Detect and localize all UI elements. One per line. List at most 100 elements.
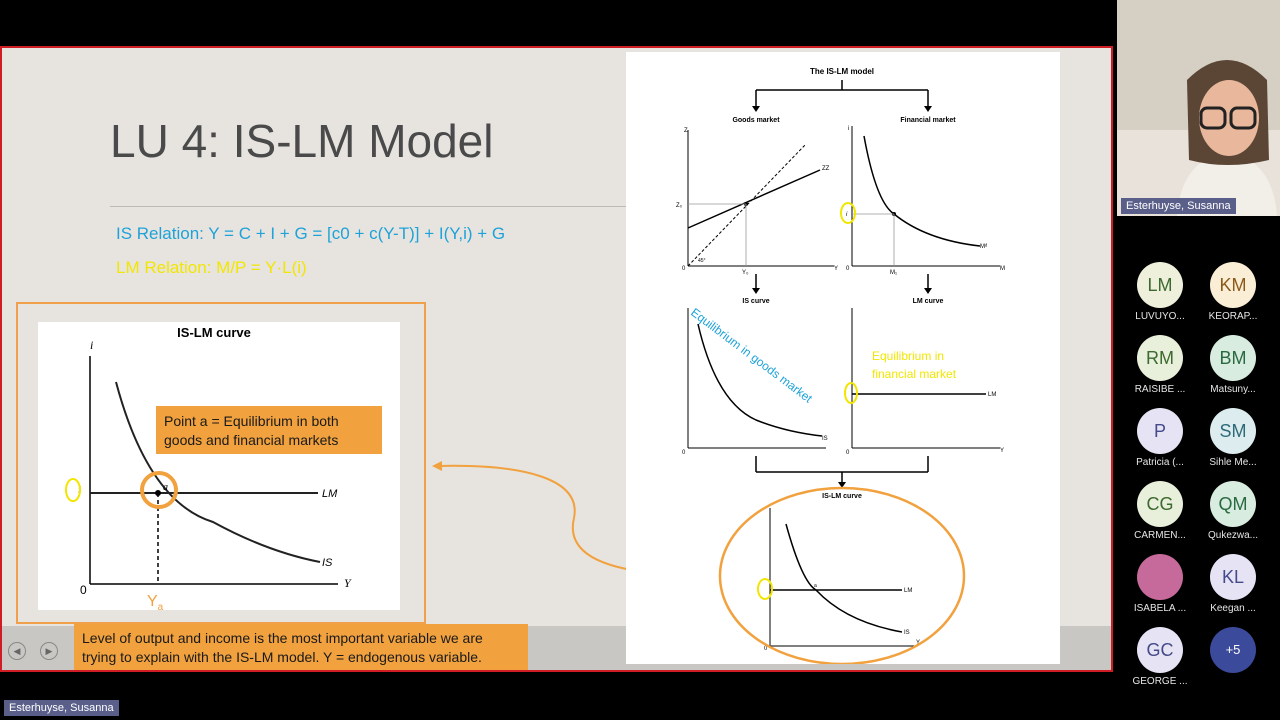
- angle-label: 45°: [698, 258, 706, 264]
- participant-tile[interactable]: ISABELA ...: [1125, 554, 1195, 614]
- participant-name: ISABELA ...: [1133, 603, 1187, 614]
- z-axis-label: Z: [684, 128, 688, 134]
- flow-arrowhead: [752, 106, 760, 112]
- origin-label: 0: [764, 646, 768, 652]
- participant-name: Matsuny...: [1210, 384, 1256, 395]
- participant-tile[interactable]: CG CARMEN...: [1125, 481, 1195, 541]
- y-axis-label: Y: [916, 640, 920, 646]
- next-slide-icon[interactable]: ▶: [40, 642, 58, 660]
- participant-name: CARMEN...: [1134, 530, 1186, 541]
- origin-label: 0: [682, 266, 686, 272]
- m1-label: M₁: [890, 270, 897, 276]
- participant-name: KEORAP...: [1208, 311, 1258, 322]
- participant-name: GEORGE ...: [1132, 676, 1188, 687]
- lm-small-label: LM: [904, 588, 912, 594]
- eq-fin-annotation-2: financial market: [872, 367, 957, 381]
- output-callout: Level of output and income is the most i…: [74, 624, 528, 670]
- is-label: IS: [322, 557, 333, 569]
- participant-tile[interactable]: RM RAISIBE ...: [1125, 335, 1195, 395]
- y-axis-label: Y: [1000, 448, 1004, 454]
- point-a-small-label: a: [814, 583, 817, 589]
- flow-arrowhead: [924, 106, 932, 112]
- flow-arrowhead: [924, 288, 932, 294]
- origin-label: 0: [846, 450, 850, 456]
- flow-title: The IS-LM model: [810, 67, 874, 76]
- eq-fin-annotation-1: Equilibrium in: [872, 349, 944, 363]
- y-axis-label: Y: [834, 266, 838, 272]
- m-axis-label: M: [1000, 266, 1005, 272]
- participant-tile[interactable]: P Patricia (...: [1125, 408, 1195, 468]
- participant-name: Qukezwa...: [1207, 530, 1259, 541]
- participant-avatar: P: [1137, 408, 1183, 454]
- i-highlight-circle: [844, 382, 858, 404]
- financial-market-chart: i M 0 Mᵈ M₁ i: [840, 126, 1005, 276]
- is-curve-label: IS curve: [742, 298, 769, 305]
- active-speaker-name-tag: Esterhuyse, Susanna: [4, 700, 119, 716]
- is-curve: [115, 381, 321, 563]
- is-curve-chart: IS 0 Equilibrium in goods market: [682, 305, 828, 456]
- i-highlight-circle: [757, 578, 773, 600]
- origin-label: 0: [682, 450, 686, 456]
- participant-name: Patricia (...: [1136, 457, 1184, 468]
- lm-label: LM: [322, 488, 338, 500]
- i-highlight-circle: [840, 202, 856, 224]
- islm-chart-panel: IS-LM curve i Y 0 LM IS a i: [38, 322, 400, 610]
- i-highlight-circle: [65, 478, 81, 502]
- flow-arrowhead: [838, 482, 846, 488]
- islm-flowchart-panel: The IS-LM model Goods market Financial m…: [626, 52, 1060, 664]
- participant-avatar: KL: [1210, 554, 1256, 600]
- participant-tile[interactable]: BM Matsuny...: [1198, 335, 1268, 395]
- participant-avatar: SM: [1210, 408, 1256, 454]
- participant-avatar: KM: [1210, 262, 1256, 308]
- presenter-video-image: [1117, 0, 1280, 216]
- goods-market-chart: Z Y 0 ZZ Z₀ Y₀ 45°: [676, 128, 838, 276]
- participant-tile[interactable]: KL Keegan ...: [1198, 554, 1268, 614]
- lm-small-label: LM: [988, 392, 996, 398]
- participant-avatar: LM: [1137, 262, 1183, 308]
- is-small-label: IS: [822, 436, 828, 442]
- participant-avatar: BM: [1210, 335, 1256, 381]
- islm-curve-flow-label: IS-LM curve: [822, 493, 862, 500]
- participant-avatar: CG: [1137, 481, 1183, 527]
- participant-name: RAISIBE ...: [1134, 384, 1186, 395]
- point-a-callout: Point a = Equilibrium in both goods and …: [156, 406, 382, 454]
- participant-avatar: RM: [1137, 335, 1183, 381]
- z0-label: Z₀: [676, 203, 683, 209]
- participant-name: LUVUYO...: [1135, 311, 1185, 322]
- islm-highlight-ellipse: [718, 486, 966, 664]
- islm-chart: IS-LM curve i Y 0 LM IS a i: [65, 325, 352, 597]
- islm-chart-title: IS-LM curve: [177, 325, 251, 340]
- connector-arrowhead: [432, 461, 442, 471]
- islm-small-chart: LM IS Y 0 a: [757, 508, 920, 652]
- more-participants-button[interactable]: +5: [1210, 627, 1256, 673]
- presentation-slide: LU 4: IS-LM Model IS Relation: Y = C + I…: [0, 46, 1113, 672]
- origin-label: 0: [846, 266, 850, 272]
- prev-slide-icon[interactable]: ◀: [8, 642, 26, 660]
- ya-label-sub: a: [157, 602, 164, 614]
- zz-label: ZZ: [822, 166, 830, 172]
- point-a-label: a: [163, 482, 168, 493]
- md-label: Mᵈ: [980, 243, 987, 250]
- y-axis-label: i: [90, 338, 93, 352]
- flow-arrowhead: [752, 288, 760, 294]
- participant-tile[interactable]: +5: [1198, 627, 1268, 673]
- participant-tile[interactable]: LM LUVUYO...: [1125, 262, 1195, 322]
- lm-curve-label: LM curve: [913, 298, 944, 305]
- x-axis-label: Y: [344, 576, 352, 590]
- y0-label: Y₀: [742, 270, 749, 276]
- slide-title: LU 4: IS-LM Model: [110, 115, 494, 167]
- participant-name: Keegan ...: [1210, 603, 1256, 614]
- participant-tile[interactable]: SM Sihle Me...: [1198, 408, 1268, 468]
- islm-highlight-frame: [16, 302, 426, 624]
- participant-photo-avatar: [1137, 554, 1183, 600]
- presenter-video[interactable]: Esterhuyse, Susanna: [1117, 0, 1280, 216]
- ya-label: Ya: [147, 593, 163, 613]
- is-small-label: IS: [904, 630, 910, 636]
- participant-tile[interactable]: KM KEORAP...: [1198, 262, 1268, 322]
- participant-name: Sihle Me...: [1209, 457, 1257, 468]
- is-relation-text: IS Relation: Y = C + I + G = [c0 + c(Y-T…: [116, 224, 506, 243]
- financial-market-label: Financial market: [900, 117, 956, 124]
- lm-relation-text: LM Relation: M/P = Y·L(i): [116, 258, 307, 277]
